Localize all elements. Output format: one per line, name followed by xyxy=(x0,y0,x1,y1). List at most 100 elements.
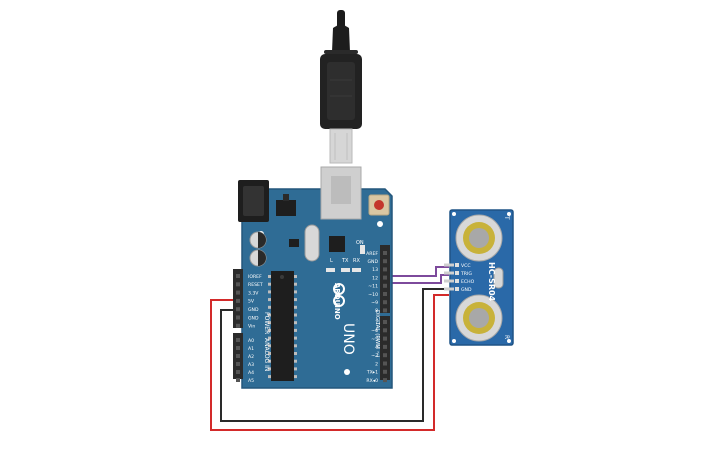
led-l xyxy=(326,268,335,272)
wire-trig-purple[interactable] xyxy=(387,266,449,277)
usb-cable[interactable] xyxy=(320,10,362,164)
analog-pin-label: A4 xyxy=(248,370,254,376)
analog-pin-label: A2 xyxy=(248,354,254,360)
wires[interactable] xyxy=(210,266,449,431)
digital-pin-label: ~6 xyxy=(371,328,378,334)
usb-strain-relief xyxy=(332,25,350,52)
sensor-pin-pad xyxy=(455,287,459,291)
power-pin-label: GND xyxy=(248,315,259,321)
arduino-logo xyxy=(333,283,345,307)
chip-leg xyxy=(294,275,297,278)
analog-pin[interactable] xyxy=(236,370,240,374)
chip-leg xyxy=(294,305,297,309)
digital-pin[interactable] xyxy=(383,344,387,349)
sensor-pin[interactable] xyxy=(444,287,454,291)
header-pins[interactable] xyxy=(236,251,387,383)
transducer-transmitter xyxy=(455,214,503,262)
model-label: UNO xyxy=(340,323,356,355)
wire-echo-purple[interactable] xyxy=(387,274,449,284)
digital-pin[interactable] xyxy=(383,336,387,341)
digital-pin-label: 4 xyxy=(375,345,378,351)
analog-pin[interactable] xyxy=(236,354,240,358)
sensor-pin[interactable] xyxy=(444,271,454,275)
atmega-chip xyxy=(271,271,294,381)
digital-pin-label: RX◂0 xyxy=(366,378,378,384)
sensor-model-label: HC-SR04 xyxy=(487,262,496,302)
analog-pin[interactable] xyxy=(236,362,240,366)
arduino-uno-board[interactable]: L TX RX ON ARDUINO UNO POWER ANALOG IN D… xyxy=(233,166,393,389)
power-pin-label: RESET xyxy=(248,282,263,288)
digital-pin[interactable] xyxy=(383,369,387,374)
digital-pin[interactable] xyxy=(383,251,387,255)
analog-pin[interactable] xyxy=(236,346,240,350)
sensor-pin-label: TRIG xyxy=(460,271,472,277)
digital-pin[interactable] xyxy=(383,328,387,333)
wire-5v-red[interactable] xyxy=(210,294,449,431)
chip-leg xyxy=(294,290,297,294)
chip-leg xyxy=(294,367,297,371)
sensor-pin-pad xyxy=(455,271,459,275)
digital-pin[interactable] xyxy=(383,300,387,305)
chip-leg xyxy=(294,298,297,302)
led-label-rx: RX xyxy=(353,258,360,264)
sensor-pins[interactable]: VCC TRIG ECHO GND xyxy=(444,263,475,293)
voltage-regulator xyxy=(276,200,296,216)
chip-leg xyxy=(294,328,297,332)
power-pin[interactable] xyxy=(236,290,240,295)
power-pin-label: IOREF xyxy=(248,274,262,280)
power-pin[interactable] xyxy=(236,307,240,312)
brand-label: ARDUINO xyxy=(333,283,341,320)
sensor-pin[interactable] xyxy=(444,263,454,267)
led-tx xyxy=(341,268,350,272)
digital-pin-label: ~5 xyxy=(371,336,378,342)
chip-leg xyxy=(268,282,271,286)
analog-pin-label: A1 xyxy=(248,346,254,352)
power-pin[interactable] xyxy=(236,315,240,320)
chip-pins xyxy=(268,275,297,379)
chip-leg xyxy=(268,352,271,355)
power-pin[interactable] xyxy=(236,323,240,328)
wire-gnd-black[interactable] xyxy=(220,288,449,422)
digital-pin[interactable] xyxy=(383,275,387,280)
digital-pin[interactable] xyxy=(383,283,387,288)
power-pin-label: Vin xyxy=(248,324,255,330)
chip-leg xyxy=(294,344,297,348)
power-header-title: POWER xyxy=(263,312,270,334)
usb-plug-metal xyxy=(329,128,353,164)
sensor-side-label-r: R xyxy=(503,335,510,339)
chip-leg xyxy=(294,336,297,340)
digital-pin-label: 12 xyxy=(372,275,378,281)
sensor-pin[interactable] xyxy=(444,279,454,283)
usb-plug-collar xyxy=(324,50,358,54)
digital-pin[interactable] xyxy=(383,259,387,264)
digital-pin-label: 8 xyxy=(375,308,378,314)
digital-pin[interactable] xyxy=(383,292,387,296)
digital-pin[interactable] xyxy=(383,320,387,324)
sensor-pin-label: ECHO xyxy=(461,279,475,285)
chip-leg xyxy=(268,313,271,317)
digital-pin[interactable] xyxy=(383,361,387,366)
sensor-crystal xyxy=(493,267,504,289)
usb-plug-grip xyxy=(327,62,355,120)
chip-leg xyxy=(268,290,271,294)
led-label-l: L xyxy=(330,258,333,264)
chip-leg xyxy=(268,375,271,379)
digital-pin[interactable] xyxy=(383,267,387,272)
power-pin[interactable] xyxy=(236,282,240,287)
power-pin[interactable] xyxy=(236,274,240,278)
analog-pin[interactable] xyxy=(236,338,240,342)
sensor-pin-label: GND xyxy=(461,287,472,293)
digital-pin[interactable] xyxy=(383,308,387,313)
digital-pin[interactable] xyxy=(383,378,387,383)
power-pin[interactable] xyxy=(236,298,240,303)
reset-button-cap[interactable] xyxy=(374,200,384,210)
digital-pin[interactable] xyxy=(383,353,387,358)
chip-leg xyxy=(268,305,271,309)
chip-leg xyxy=(268,275,271,278)
digital-pin-label: ~10 xyxy=(368,292,378,298)
sensor-pin-label: VCC xyxy=(461,263,471,269)
analog-pin[interactable] xyxy=(236,378,240,382)
power-header[interactable] xyxy=(233,269,243,328)
